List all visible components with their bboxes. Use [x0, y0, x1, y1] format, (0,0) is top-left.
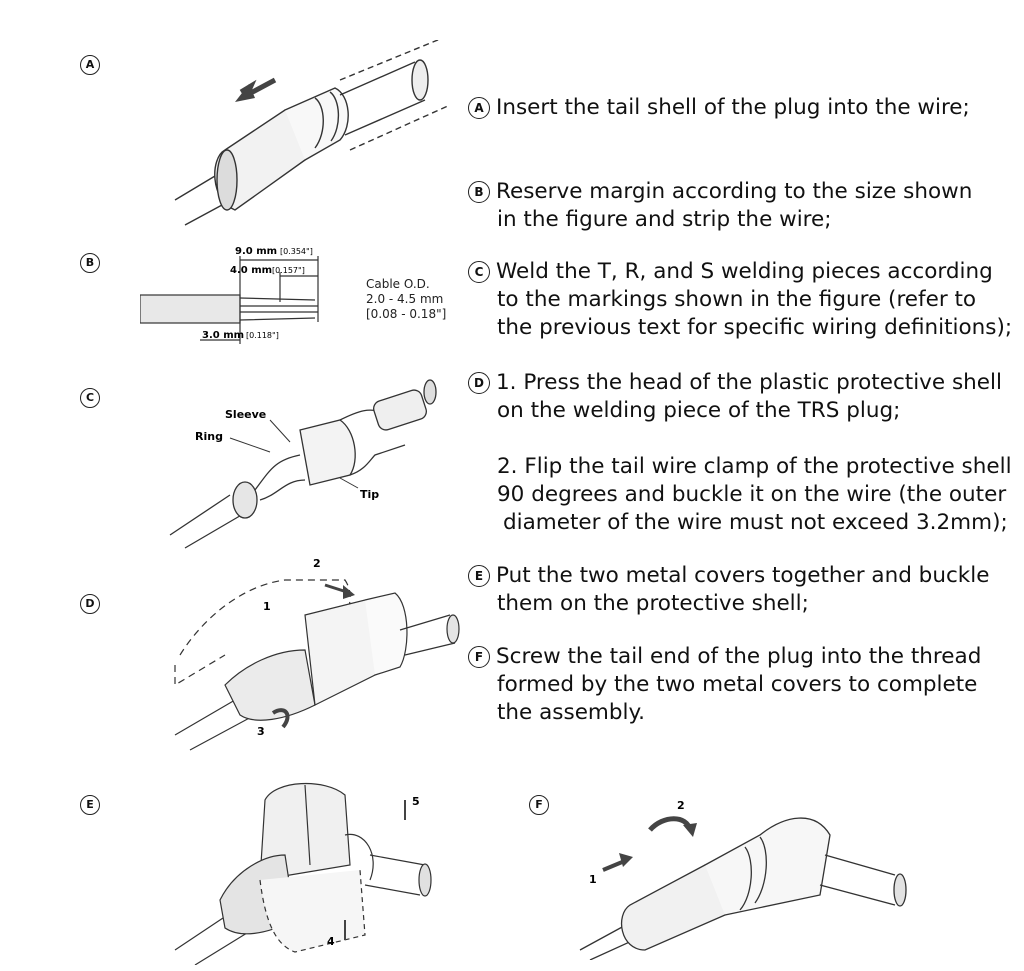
step-c-line-2: to the markings shown in the figure (ref… [497, 287, 977, 312]
figure-a-illustration [174, 40, 451, 226]
callout-e-4: 4 [327, 935, 335, 948]
callout-d-1: 1 [263, 600, 271, 613]
label-sleeve: Sleeve [225, 408, 266, 421]
cable-od-title: Cable O.D. [366, 277, 430, 291]
figure-label-f: F [529, 795, 549, 815]
step-e-line-2: them on the protective shell; [497, 591, 809, 616]
callout-f-1: 1 [589, 873, 597, 886]
step-a-marker: A [468, 97, 490, 119]
step-b-text: B Reserve margin according to the size sh… [468, 178, 972, 234]
step-d-line-1: 1. Press the head of the plastic protect… [496, 370, 1002, 395]
step-e-text: E Put the two metal covers together and b… [468, 562, 989, 618]
cable-od-range-mm: 2.0 - 4.5 mm [366, 292, 444, 306]
callout-d-2: 2 [313, 557, 321, 570]
step-f-line-3: the assembly. [497, 700, 645, 725]
step-f-line-1: Screw the tail end of the plug into the … [496, 644, 982, 669]
figure-label-e: E [80, 795, 100, 815]
figure-label-b: B [80, 253, 100, 273]
figure-b-illustration: 9.0 mm [0.354"] 4.0 mm [0.157"] 3.0 mm [… [140, 246, 319, 344]
dim-3mm: 3.0 mm [202, 330, 244, 341]
step-d2-text: 2. Flip the tail wire clamp of the prote… [497, 453, 1012, 537]
step-b-marker: B [468, 181, 490, 203]
dim-9mm-inch: [0.354"] [280, 247, 313, 256]
step-e-marker: E [468, 565, 490, 587]
figure-f-illustration: 1 2 [579, 799, 907, 960]
rotate-arrow-icon [271, 708, 290, 729]
callout-d-3: 3 [257, 725, 265, 738]
cable-od-range-in: [0.08 - 0.18"] [366, 307, 447, 321]
rotate-arrow-icon [648, 816, 697, 837]
figure-label-a: A [80, 55, 100, 75]
callout-e-5: 5 [412, 795, 420, 808]
step-b-line-1: Reserve margin according to the size sho… [496, 179, 973, 204]
step-f-text: F Screw the tail end of the plug into the… [468, 643, 981, 727]
step-f-marker: F [468, 646, 490, 668]
label-ring: Ring [195, 430, 223, 443]
step-d-marker: D [468, 372, 490, 394]
label-tip: Tip [360, 488, 379, 501]
step-d-line-2: on the welding piece of the TRS plug; [497, 398, 901, 423]
step-c-line-1: Weld the T, R, and S welding pieces acco… [496, 259, 993, 284]
figure-e-illustration: 4 5 [174, 783, 432, 965]
arrow-left-icon [235, 77, 277, 102]
push-arrow-icon [324, 583, 355, 599]
step-c-line-3: the previous text for specific wiring de… [497, 315, 1013, 340]
push-arrow-icon [602, 853, 633, 872]
dim-4mm: 4.0 mm [230, 265, 272, 276]
dim-3mm-inch: [0.118"] [246, 331, 279, 340]
step-a-text: A Insert the tail shell of the plug into … [468, 94, 970, 122]
step-c-text: C Weld the T, R, and S welding pieces acc… [468, 258, 1012, 342]
step-d2-line-2: 90 degrees and buckle it on the wire (th… [497, 482, 1007, 507]
dim-4mm-inch: [0.157"] [272, 266, 305, 275]
step-c-marker: C [468, 261, 490, 283]
step-f-line-2: formed by the two metal covers to comple… [497, 672, 978, 697]
figure-label-c: C [80, 388, 100, 408]
dim-9mm: 9.0 mm [235, 246, 277, 257]
figure-c-illustration: Sleeve Ring Tip [169, 379, 437, 549]
step-d2-line-1: 2. Flip the tail wire clamp of the prote… [497, 454, 1012, 479]
figure-d-illustration: 1 2 3 [174, 557, 460, 751]
step-a-line-1: Insert the tail shell of the plug into t… [496, 95, 970, 120]
step-d-text: D 1. Press the head of the plastic protec… [468, 369, 1002, 425]
step-d2-line-3: diameter of the wire must not exceed 3.2… [503, 510, 1008, 535]
step-b-line-2: in the figure and strip the wire; [497, 207, 832, 232]
step-e-line-1: Put the two metal covers together and bu… [496, 563, 990, 588]
figure-label-d: D [80, 594, 100, 614]
callout-f-2: 2 [677, 799, 685, 812]
